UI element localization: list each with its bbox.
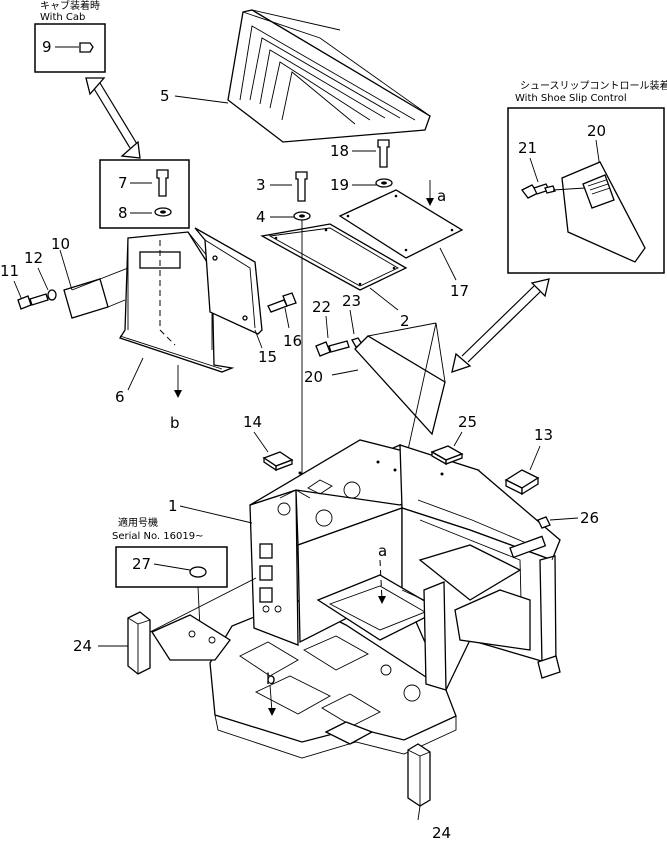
- part-24-left: 24: [73, 611, 231, 675]
- callout-10: 10: [51, 235, 70, 253]
- inset-cab-box: [34, 23, 106, 73]
- inset-serial-jp: 適用号機: [118, 516, 158, 529]
- part-17-cover: a 17: [338, 180, 469, 300]
- inset-serial: 適用号機 Serial No. 16019~ 27: [112, 516, 257, 633]
- callout-2: 2: [400, 312, 410, 330]
- callout-6: 6: [115, 388, 125, 406]
- part-23-nut: 23: [342, 292, 363, 348]
- callout-14: 14: [243, 413, 262, 431]
- inset-bolt-7-8: 7 8: [99, 159, 190, 229]
- part-2-cover: 2: [260, 223, 410, 330]
- part-19-washer: 19: [330, 176, 393, 194]
- inset-shoe-en: With Shoe Slip Control: [515, 93, 627, 104]
- callout-26: 26: [580, 509, 599, 527]
- callout-21: 21: [518, 139, 537, 157]
- ref-a-top: a: [437, 187, 446, 205]
- part-22-bolt: 22: [312, 298, 350, 357]
- callout-25: 25: [458, 413, 477, 431]
- part-27-plug: [189, 566, 207, 578]
- double-arrow-cab: [85, 77, 141, 159]
- callout-13: 13: [534, 426, 553, 444]
- callout-23: 23: [342, 292, 361, 310]
- ref-a-bottom: a: [378, 542, 387, 560]
- callout-12: 12: [24, 249, 43, 267]
- part-5-top-cover: 5: [160, 9, 431, 143]
- callout-5: 5: [160, 87, 170, 105]
- ref-b-bottom: b: [266, 670, 276, 688]
- part-26-plug: 26: [537, 509, 599, 529]
- part-11-bolt: [17, 295, 32, 310]
- callout-16: 16: [283, 332, 302, 350]
- callout-24-left: 24: [73, 637, 92, 655]
- part-3-bolt: 3: [256, 171, 308, 202]
- inset-with-cab: キャブ装着時 With Cab 9: [34, 0, 106, 73]
- double-arrow-shoe: [451, 278, 550, 373]
- callout-20-inset: 20: [587, 122, 606, 140]
- part-24-bottom: 24: [407, 743, 451, 842]
- part-9-cap: [79, 42, 94, 53]
- part-14-pad: 14: [243, 413, 294, 472]
- part-10-11-12: 10 12 11: [0, 235, 129, 319]
- callout-3: 3: [256, 176, 266, 194]
- part-25-pad: 25: [430, 413, 477, 466]
- callout-18: 18: [330, 142, 349, 160]
- callout-22: 22: [312, 298, 331, 316]
- part-15-bracket: 15: [194, 227, 277, 366]
- callout-1: 1: [168, 497, 178, 515]
- callout-27: 27: [132, 555, 151, 573]
- part-13-pad: 13: [504, 426, 553, 496]
- inset-78-box: [99, 159, 190, 229]
- callout-15: 15: [258, 348, 277, 366]
- callout-19: 19: [330, 176, 349, 194]
- part-12-washer: [47, 289, 57, 301]
- callout-11: 11: [0, 262, 19, 280]
- inset-shoe-jp: シュースリップコントロール装着時: [520, 79, 667, 92]
- callout-7: 7: [118, 174, 128, 192]
- callout-20-main: 20: [304, 368, 323, 386]
- callout-24-bottom: 24: [432, 824, 451, 842]
- inset-serial-en: Serial No. 16019~: [112, 531, 203, 542]
- part-16-bolt: 16: [267, 292, 302, 350]
- callout-4: 4: [256, 208, 266, 226]
- callout-17: 17: [450, 282, 469, 300]
- inset-cab-en: With Cab: [40, 12, 85, 23]
- part-7-bolt: [156, 169, 169, 197]
- inset-cab-jp: キャブ装着時: [40, 0, 100, 12]
- callout-8: 8: [118, 204, 128, 222]
- part-1-main-frame: a b 1: [168, 439, 561, 759]
- callout-9: 9: [42, 38, 52, 56]
- ref-b-left: b: [170, 414, 180, 432]
- part-20-inset-plate: [561, 161, 646, 263]
- part-18-bolt: 18: [330, 139, 390, 168]
- inset-shoe-slip-control: シュースリップコントロール装着時 With Shoe Slip Control …: [507, 79, 667, 274]
